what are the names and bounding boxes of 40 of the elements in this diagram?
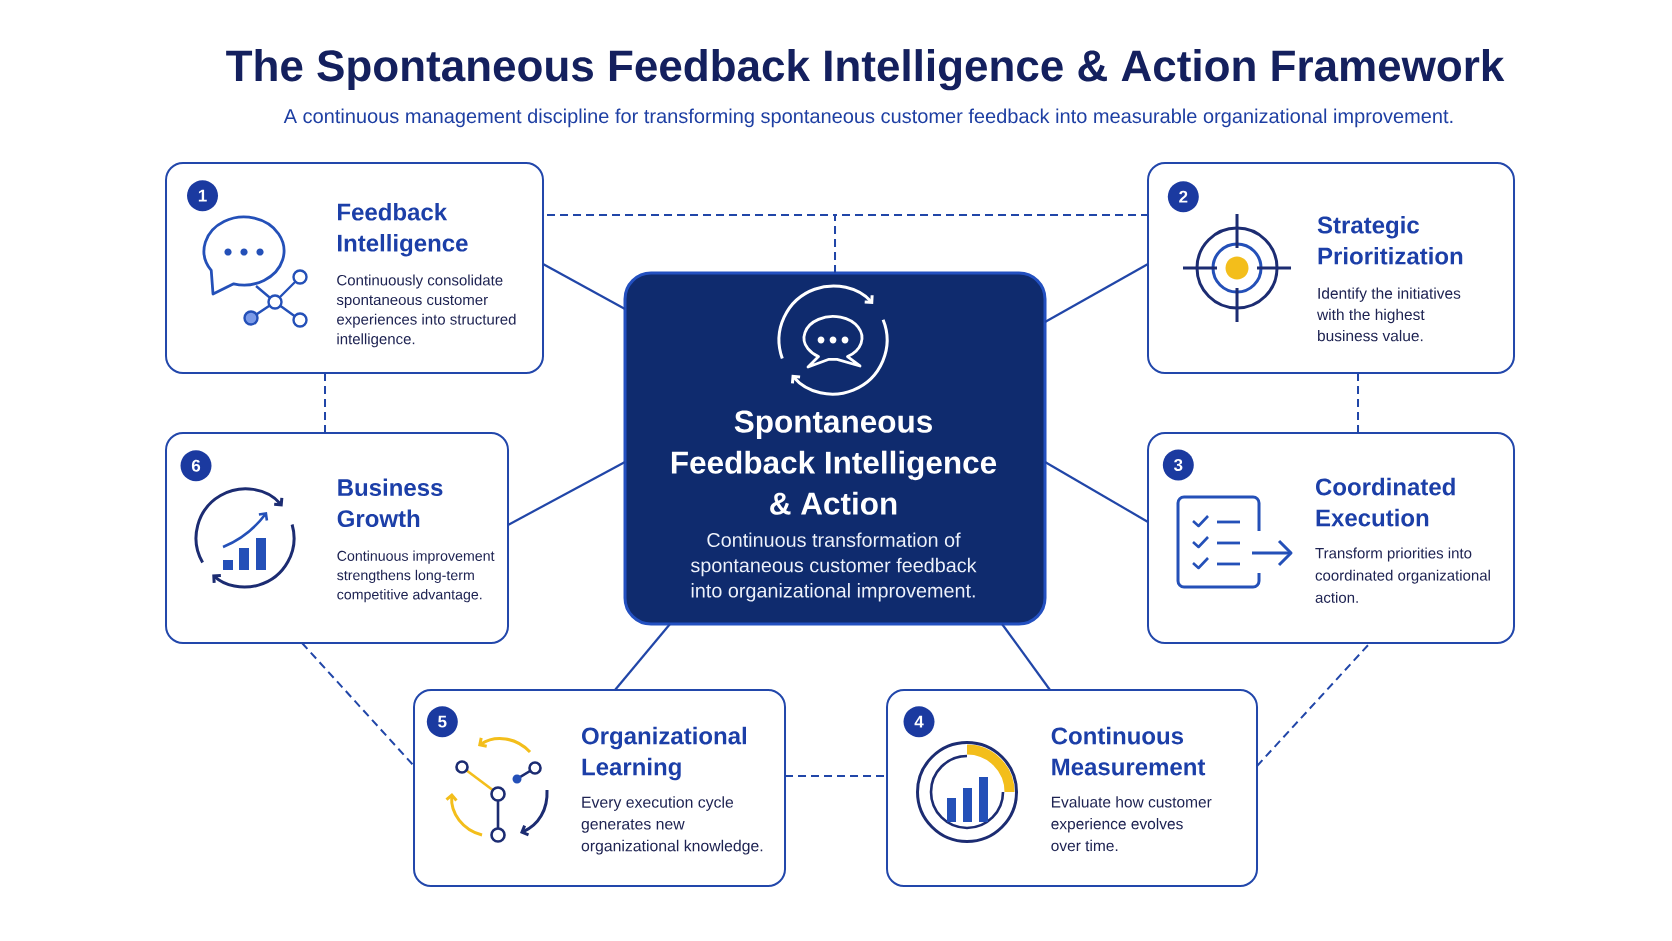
center-box: [623, 271, 1047, 626]
hub-description: Continuous transformation of spontaneous customer feedback into organizational improvement.: [690, 532, 977, 602]
card-heading: Business Growth: [337, 478, 443, 528]
connector-line: [1044, 263, 1149, 323]
number-badge: 4: [903, 706, 935, 738]
card-description: Identify the initiatives with the highest business value.: [1317, 287, 1461, 342]
connector-line: [1001, 623, 1051, 691]
connector-line: [507, 461, 626, 526]
connector-line: [542, 263, 626, 310]
card: [886, 689, 1258, 887]
subtitle: A continuous management discipline for transforming spontaneous customer feedback into measurable organizational improvement.: [283, 108, 1453, 128]
card-description: Transform priorities into coordinated organizational action.: [1315, 547, 1490, 603]
number-badge: 5: [426, 706, 458, 738]
card-heading: Strategic Prioritization: [1317, 216, 1463, 265]
card-heading: Continuous Measurement: [1051, 726, 1206, 776]
card-description: Continuously consolidate spontaneous customer experiences into structured intelligence.: [336, 274, 516, 348]
card-heading: Organizational Learning: [582, 726, 746, 781]
card-description: Evaluate how customer experience evolves over time.: [1051, 796, 1212, 852]
number-badge: 6: [180, 450, 212, 482]
card: [1147, 432, 1515, 644]
dashed-connector: [1357, 372, 1359, 434]
card: [165, 162, 544, 374]
dashed-connector: [1256, 642, 1371, 767]
card-heading: Feedback Intelligence: [338, 203, 468, 257]
dashed-connector: [834, 214, 1149, 274]
dashed-connector: [324, 372, 326, 434]
card: [165, 432, 509, 644]
hub-heading: Spontaneous Feedback Intelligence & Action: [671, 410, 997, 515]
card-description: Continuous improvement strengthens long-term competitive advantage.: [337, 550, 495, 603]
number-badge: 3: [1162, 449, 1194, 481]
card: [1147, 162, 1515, 374]
card-description: Every execution cycle generates new organizational knowledge.: [581, 796, 763, 855]
dashed-connector: [301, 642, 415, 767]
card-heading: Coordinated Execution: [1316, 477, 1455, 527]
connector-line: [614, 623, 671, 691]
number-badge: 2: [1167, 181, 1199, 213]
title: The Spontaneous Feedback Intelligence & Action Framework: [226, 49, 1505, 91]
connector-line: [1044, 461, 1149, 523]
number-badge: 1: [187, 180, 218, 212]
card: [413, 689, 786, 887]
